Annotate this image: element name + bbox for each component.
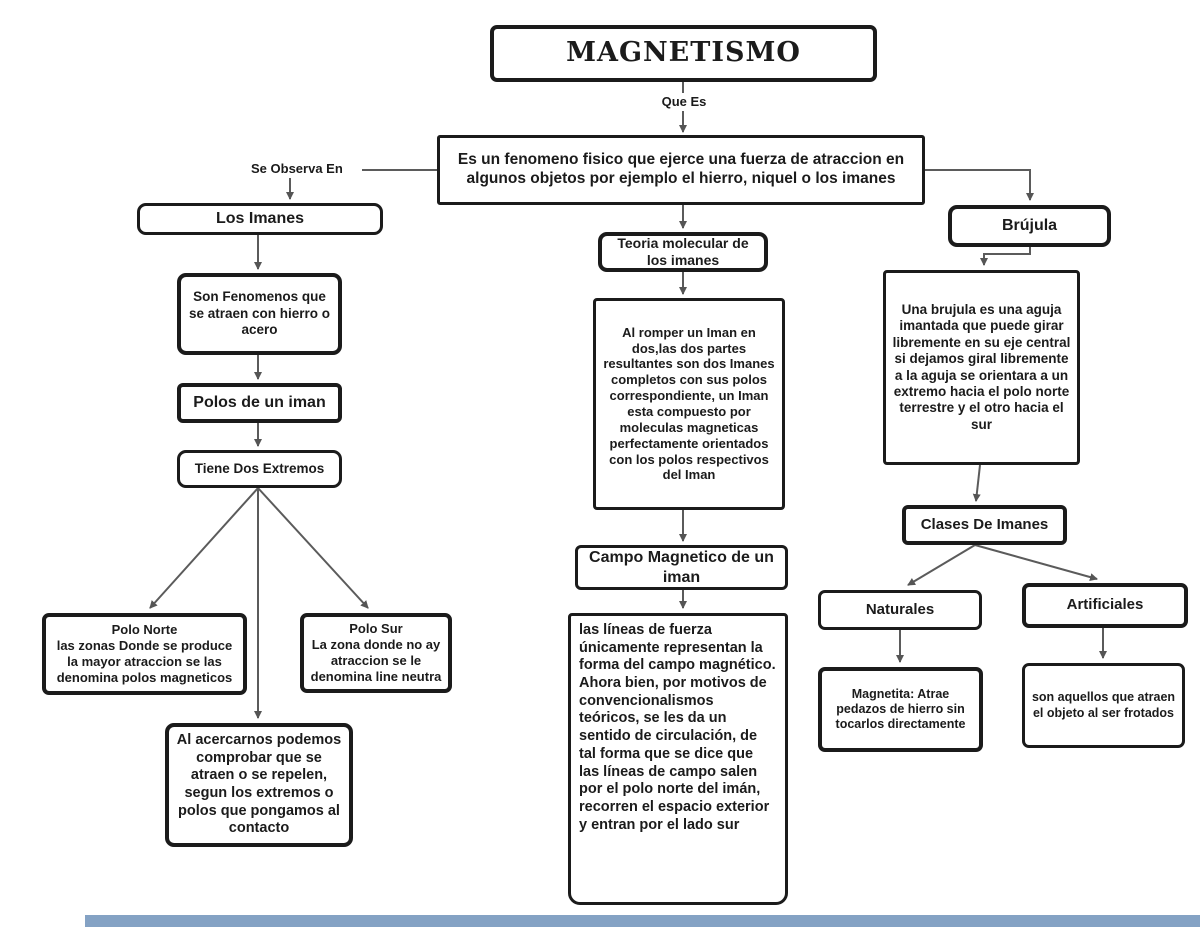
al-acercarnos-text: Al acercarnos podemos comprobar que se a… [176, 731, 342, 837]
teoria-molecular-node: Teoria molecular de los imanes [598, 232, 768, 272]
edge-clases-to-artificiales [974, 544, 1098, 581]
frotados-node: son aquellos que atraen el objeto al ser… [1022, 663, 1185, 748]
polo-sur-node: Polo Sur La zona donde no ay atraccion s… [300, 613, 452, 693]
polos-de-un-iman-node: Polos de un iman [177, 383, 342, 423]
frotados-text: son aquellos que atraen el objeto al ser… [1031, 690, 1176, 720]
edge-desc-to-clases [972, 464, 981, 502]
campo-magnetico-description-text: las líneas de fuerza únicamente represen… [579, 622, 776, 833]
tiene-dos-extremos-text: Tiene Dos Extremos [194, 460, 325, 476]
campo-magnetico-node: Campo Magnetico de un iman [575, 545, 788, 590]
magnetita-node: Magnetita: Atrae pedazos de hierro sin t… [818, 667, 983, 752]
magnetita-text: Magnetita: Atrae pedazos de hierro sin t… [835, 686, 966, 732]
polos-de-un-iman-text: Polos de un iman [193, 394, 326, 412]
brujula-node: Brújula [948, 205, 1111, 247]
campo-magnetico-text: Campo Magnetico de un iman [589, 548, 774, 586]
edge-tienedos-to-polonorte [149, 487, 259, 609]
polo-norte-body: las zonas Donde se produce la mayor atra… [56, 638, 233, 685]
los-imanes-text: Los Imanes [215, 210, 305, 228]
tiene-dos-extremos-node: Tiene Dos Extremos [177, 450, 342, 488]
brujula-description-text: Una brujula es una aguja imantada que pu… [892, 301, 1071, 432]
naturales-text: Naturales [865, 600, 935, 618]
bottom-edge-bar [85, 915, 1200, 927]
teoria-molecular-text: Teoria molecular de los imanes [617, 234, 749, 268]
definition-text: Es un fenomeno fisico que ejerce una fue… [457, 151, 905, 187]
naturales-node: Naturales [818, 590, 982, 630]
polo-sur-title: Polo Sur [349, 621, 403, 637]
edge-definition-to-brujula [925, 169, 1034, 201]
diagram-title: MAGNETISMO [566, 37, 801, 69]
son-fenomenos-text: Son Fenomenos que se atraen con hierro o… [188, 289, 331, 338]
teoria-molecular-description-node: Al romper un Iman en dos,las dos partes … [593, 298, 785, 510]
edge-brujula-to-desc [980, 247, 1031, 266]
artificiales-node: Artificiales [1022, 583, 1188, 628]
edge-clases-to-naturales [907, 544, 976, 586]
clases-de-imanes-text: Clases De Imanes [920, 515, 1049, 533]
al-acercarnos-node: Al acercarnos podemos comprobar que se a… [165, 723, 353, 847]
campo-magnetico-description-node: las líneas de fuerza únicamente represen… [568, 613, 788, 905]
polo-norte-title: Polo Norte [111, 622, 178, 638]
brujula-text: Brújula [1001, 217, 1058, 235]
polo-norte-node: Polo Norte las zonas Donde se produce la… [42, 613, 247, 695]
son-fenomenos-node: Son Fenomenos que se atraen con hierro o… [177, 273, 342, 355]
los-imanes-node: Los Imanes [137, 203, 383, 235]
edge-tienedos-to-polosur [257, 487, 369, 609]
artificiales-text: Artificiales [1066, 596, 1144, 614]
edge-label-se-observa-en: Se Observa En [251, 161, 343, 176]
brujula-description-node: Una brujula es una aguja imantada que pu… [883, 270, 1080, 465]
title-node: MAGNETISMO [490, 25, 877, 82]
polo-sur-body: La zona donde no ay atraccion se le deno… [310, 637, 442, 684]
clases-de-imanes-node: Clases De Imanes [902, 505, 1067, 545]
edge-label-que-es: Que Es [661, 94, 707, 109]
definition-node: Es un fenomeno fisico que ejerce una fue… [437, 135, 925, 205]
teoria-molecular-description-text: Al romper un Iman en dos,las dos partes … [603, 324, 775, 483]
